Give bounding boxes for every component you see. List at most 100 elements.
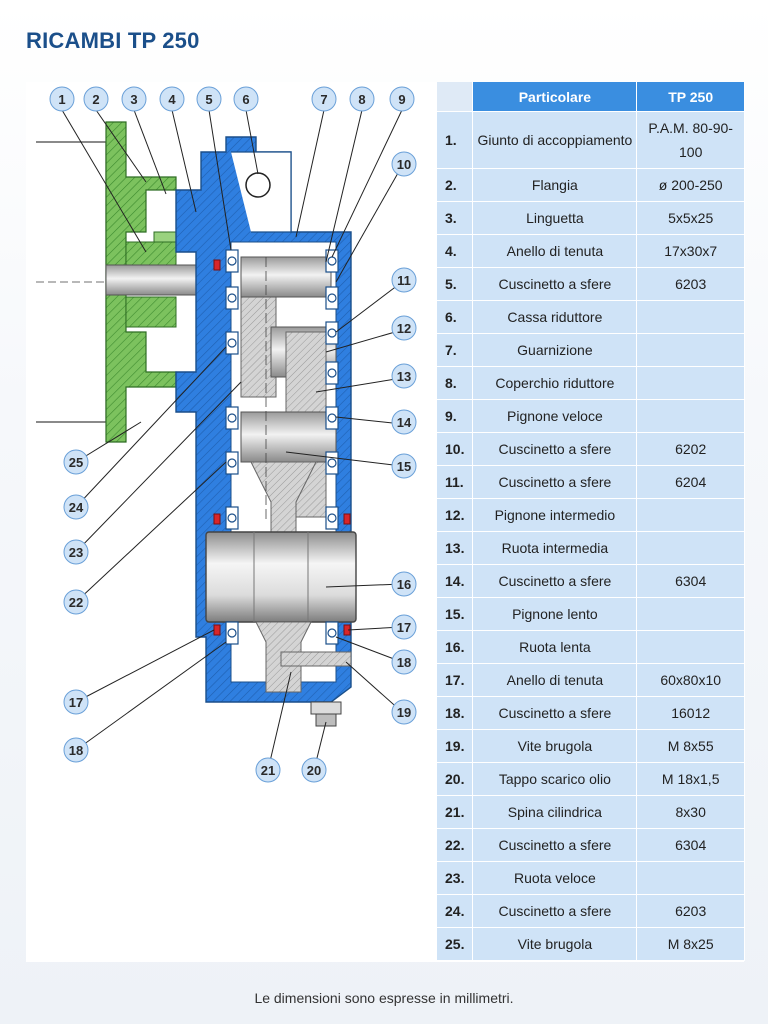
part-spec: 6204 <box>637 466 745 499</box>
callout-19: 19 <box>391 699 417 725</box>
part-spec: M 18x1,5 <box>637 763 745 796</box>
parts-table: Particolare TP 250 1.Giunto di accoppiam… <box>437 82 745 961</box>
svg-text:3: 3 <box>130 92 137 107</box>
part-spec: 16012 <box>637 697 745 730</box>
callouts-bottom: 21 20 <box>255 757 327 783</box>
svg-text:8: 8 <box>358 92 365 107</box>
part-description: Anello di tenuta <box>473 235 638 268</box>
svg-text:9: 9 <box>398 92 405 107</box>
row-number: 3. <box>437 202 474 235</box>
part-description: Cuscinetto a sfere <box>473 895 638 928</box>
row-number: 18. <box>437 697 474 730</box>
callout-17-right: 17 <box>391 614 417 640</box>
part-spec: 5x5x25 <box>637 202 745 235</box>
row-number: 15. <box>437 598 474 631</box>
svg-text:4: 4 <box>168 92 176 107</box>
callout-1: 1 <box>49 86 75 112</box>
svg-text:21: 21 <box>261 763 275 778</box>
part-description: Ruota veloce <box>473 862 638 895</box>
row-number: 19. <box>437 730 474 763</box>
callout-24: 24 <box>63 494 89 520</box>
svg-text:6: 6 <box>242 92 249 107</box>
header-tp250: TP 250 <box>637 82 745 112</box>
svg-text:18: 18 <box>69 743 83 758</box>
callout-13: 13 <box>391 363 417 389</box>
callout-22: 22 <box>63 589 89 615</box>
callout-11: 11 <box>391 267 417 293</box>
callout-4: 4 <box>159 86 185 112</box>
part-description: Guarnizione <box>473 334 638 367</box>
callout-6: 6 <box>233 86 259 112</box>
svg-text:19: 19 <box>397 705 411 720</box>
row-number: 9. <box>437 400 474 433</box>
part-description: Pignone veloce <box>473 400 638 433</box>
footer-note: Le dimensioni sono espresse in millimetr… <box>254 990 514 1006</box>
row-number: 23. <box>437 862 474 895</box>
callout-16: 16 <box>391 571 417 597</box>
callout-25: 25 <box>63 449 89 475</box>
part-description: Cuscinetto a sfere <box>473 268 638 301</box>
part-spec <box>637 631 745 664</box>
part-spec <box>637 598 745 631</box>
table-row: 8.Coperchio riduttore <box>437 367 745 400</box>
part-description: Cassa riduttore <box>473 301 638 334</box>
part-spec: M 8x25 <box>637 928 745 961</box>
gearbox-exploded-diagram: 1 2 3 4 5 6 7 8 9 10 11 12 13 14 15 16 1… <box>36 86 417 783</box>
seals <box>213 259 351 636</box>
part-spec <box>637 334 745 367</box>
callout-9: 9 <box>389 86 415 112</box>
callout-17-left: 17 <box>63 689 89 715</box>
header-particolare: Particolare <box>473 82 638 112</box>
part-description: Anello di tenuta <box>473 664 638 697</box>
row-number: 11. <box>437 466 474 499</box>
callout-12: 12 <box>391 315 417 341</box>
part-spec <box>637 367 745 400</box>
callouts-left: 25 24 23 22 17 18 <box>63 449 89 763</box>
row-number: 8. <box>437 367 474 400</box>
row-number: 17. <box>437 664 474 697</box>
table-row: 16.Ruota lenta <box>437 631 745 664</box>
table-header-row: Particolare TP 250 <box>437 82 745 112</box>
callouts-top: 1 2 3 4 5 6 7 8 9 <box>49 86 415 112</box>
part-description: Pignone lento <box>473 598 638 631</box>
part-spec <box>637 532 745 565</box>
svg-text:1: 1 <box>58 92 65 107</box>
part-spec: 6202 <box>637 433 745 466</box>
svg-text:15: 15 <box>397 459 411 474</box>
svg-text:10: 10 <box>397 157 411 172</box>
page-title: RICAMBI TP 250 <box>26 28 200 53</box>
row-number: 16. <box>437 631 474 664</box>
part-description: Spina cilindrica <box>473 796 638 829</box>
part-spec: M 8x55 <box>637 730 745 763</box>
row-number: 20. <box>437 763 474 796</box>
svg-text:16: 16 <box>397 577 411 592</box>
part-description: Coperchio riduttore <box>473 367 638 400</box>
callout-15: 15 <box>391 453 417 479</box>
svg-text:11: 11 <box>397 273 411 288</box>
table-row: 12.Pignone intermedio <box>437 499 745 532</box>
callout-2: 2 <box>83 86 109 112</box>
part-description: Giunto di accoppiamento <box>473 112 638 169</box>
callout-18-right: 18 <box>391 649 417 675</box>
callouts-right: 10 11 12 13 14 15 16 17 18 19 <box>391 151 417 725</box>
row-number: 4. <box>437 235 474 268</box>
row-number: 6. <box>437 301 474 334</box>
callout-23: 23 <box>63 539 89 565</box>
callout-18-left: 18 <box>63 737 89 763</box>
svg-text:12: 12 <box>397 321 411 336</box>
part-spec: 60x80x10 <box>637 664 745 697</box>
part-spec: 6203 <box>637 268 745 301</box>
svg-text:2: 2 <box>92 92 99 107</box>
